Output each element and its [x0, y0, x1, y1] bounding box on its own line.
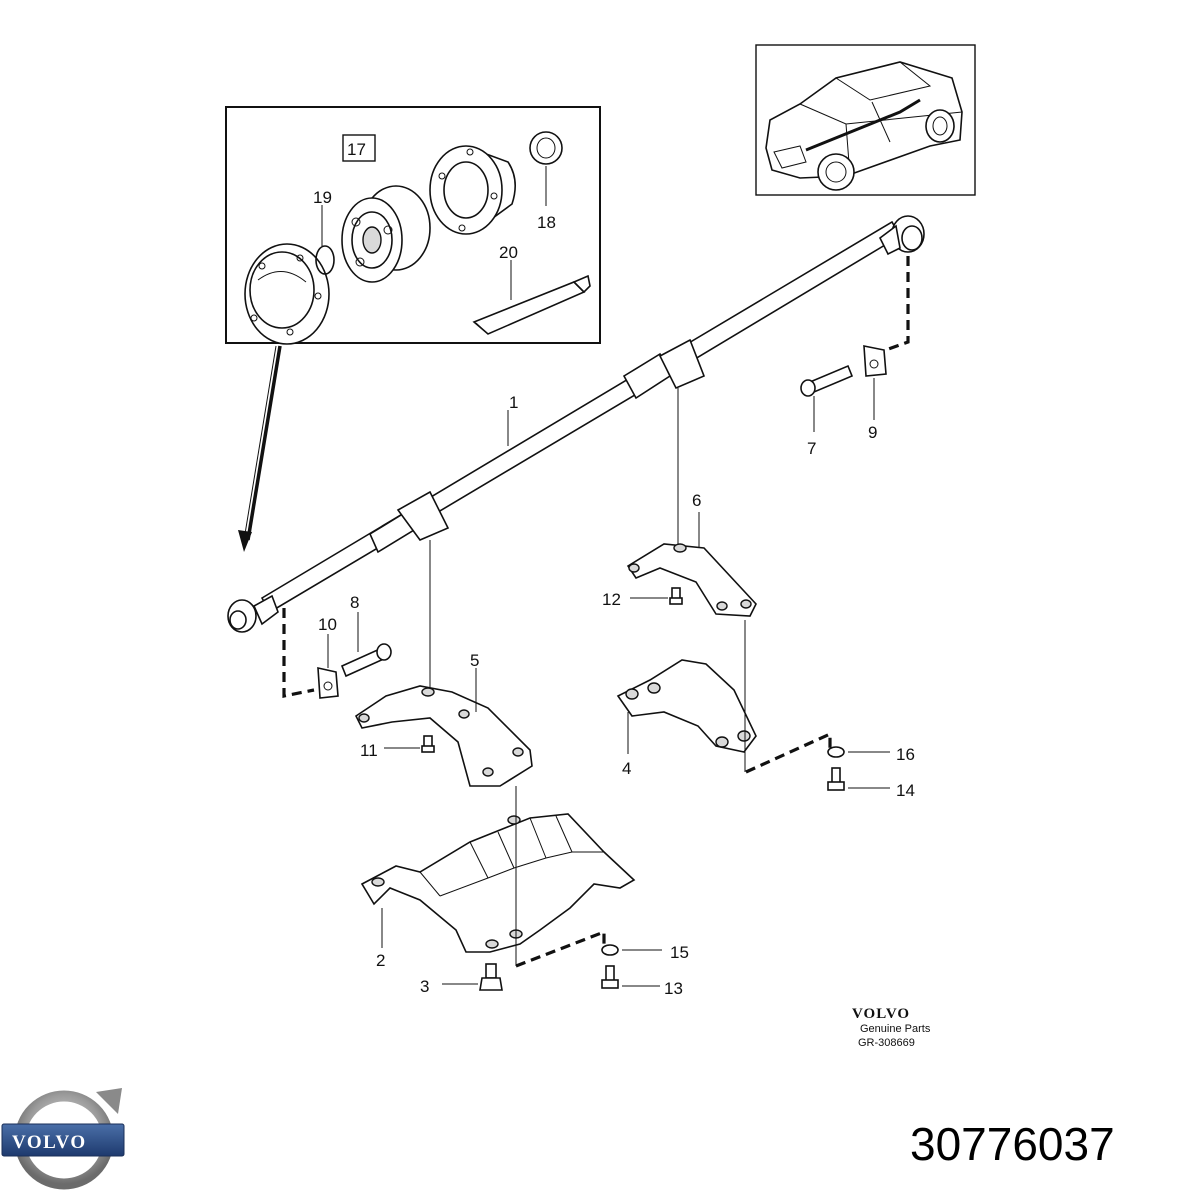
part-number: 30776037 [910, 1118, 1115, 1170]
cv-joint [341, 185, 431, 283]
callout-11: 11 [360, 741, 378, 760]
callout-6: 6 [692, 491, 701, 510]
callout-20: 20 [499, 243, 518, 262]
callout-15: 15 [670, 943, 689, 962]
vehicle-thumbnail [755, 44, 976, 196]
volvo-logo: VOLVO [1, 1088, 125, 1190]
bracket-4 [616, 659, 757, 753]
brand-block: VOLVO Genuine Parts GR-308669 [852, 1006, 931, 1049]
bracket4-dash-line [745, 731, 832, 774]
callout-3: 3 [420, 977, 429, 996]
flange-plate [244, 243, 330, 345]
bracket-5 [354, 685, 533, 787]
screw-12 [669, 587, 683, 605]
heat-shield [360, 813, 636, 953]
callout-8: 8 [350, 593, 359, 612]
callout-18: 18 [537, 213, 556, 232]
joint-housing [429, 145, 516, 235]
callout-9: 9 [868, 423, 877, 442]
propeller-shaft [227, 215, 925, 633]
callout-box-17 [342, 134, 376, 162]
car-outline [765, 61, 963, 191]
callout-12: 12 [602, 590, 621, 609]
callout-16: 16 [896, 745, 915, 764]
nut-3 [479, 963, 503, 991]
detail-inset: 17 19 [225, 106, 601, 345]
brand-name: VOLVO [852, 1006, 910, 1022]
callout-7: 7 [807, 439, 816, 458]
washer-15 [601, 944, 619, 956]
callout-10: 10 [318, 615, 337, 634]
diagram-reference: GR-308669 [858, 1037, 915, 1049]
callout-19: 19 [313, 188, 332, 207]
rear-dash-line [879, 256, 910, 354]
grease-tube [472, 274, 591, 335]
front-dash-line [282, 608, 315, 698]
bolt-13 [601, 965, 619, 989]
callout-17: 17 [347, 140, 366, 159]
callout-2: 2 [376, 951, 385, 970]
bracket-6 [626, 543, 757, 617]
callout-13: 13 [664, 979, 683, 998]
logo-wordmark: VOLVO [12, 1132, 87, 1153]
brand-subtitle: Genuine Parts [860, 1023, 931, 1035]
shield-dash-line [515, 929, 606, 968]
callout-4: 4 [622, 759, 631, 778]
detail-arrow [238, 345, 282, 552]
seal-ring [529, 131, 563, 165]
callout-5: 5 [470, 651, 479, 670]
front-bracket [317, 666, 339, 699]
snap-ring [315, 245, 335, 275]
bolt-14 [827, 767, 845, 791]
rear-bracket [863, 345, 887, 377]
callout-14: 14 [896, 781, 915, 800]
screw-11 [421, 735, 435, 753]
rear-bolt [800, 364, 854, 397]
front-bolt [340, 643, 392, 678]
callout-1: 1 [509, 393, 518, 412]
washer-16 [827, 746, 845, 758]
